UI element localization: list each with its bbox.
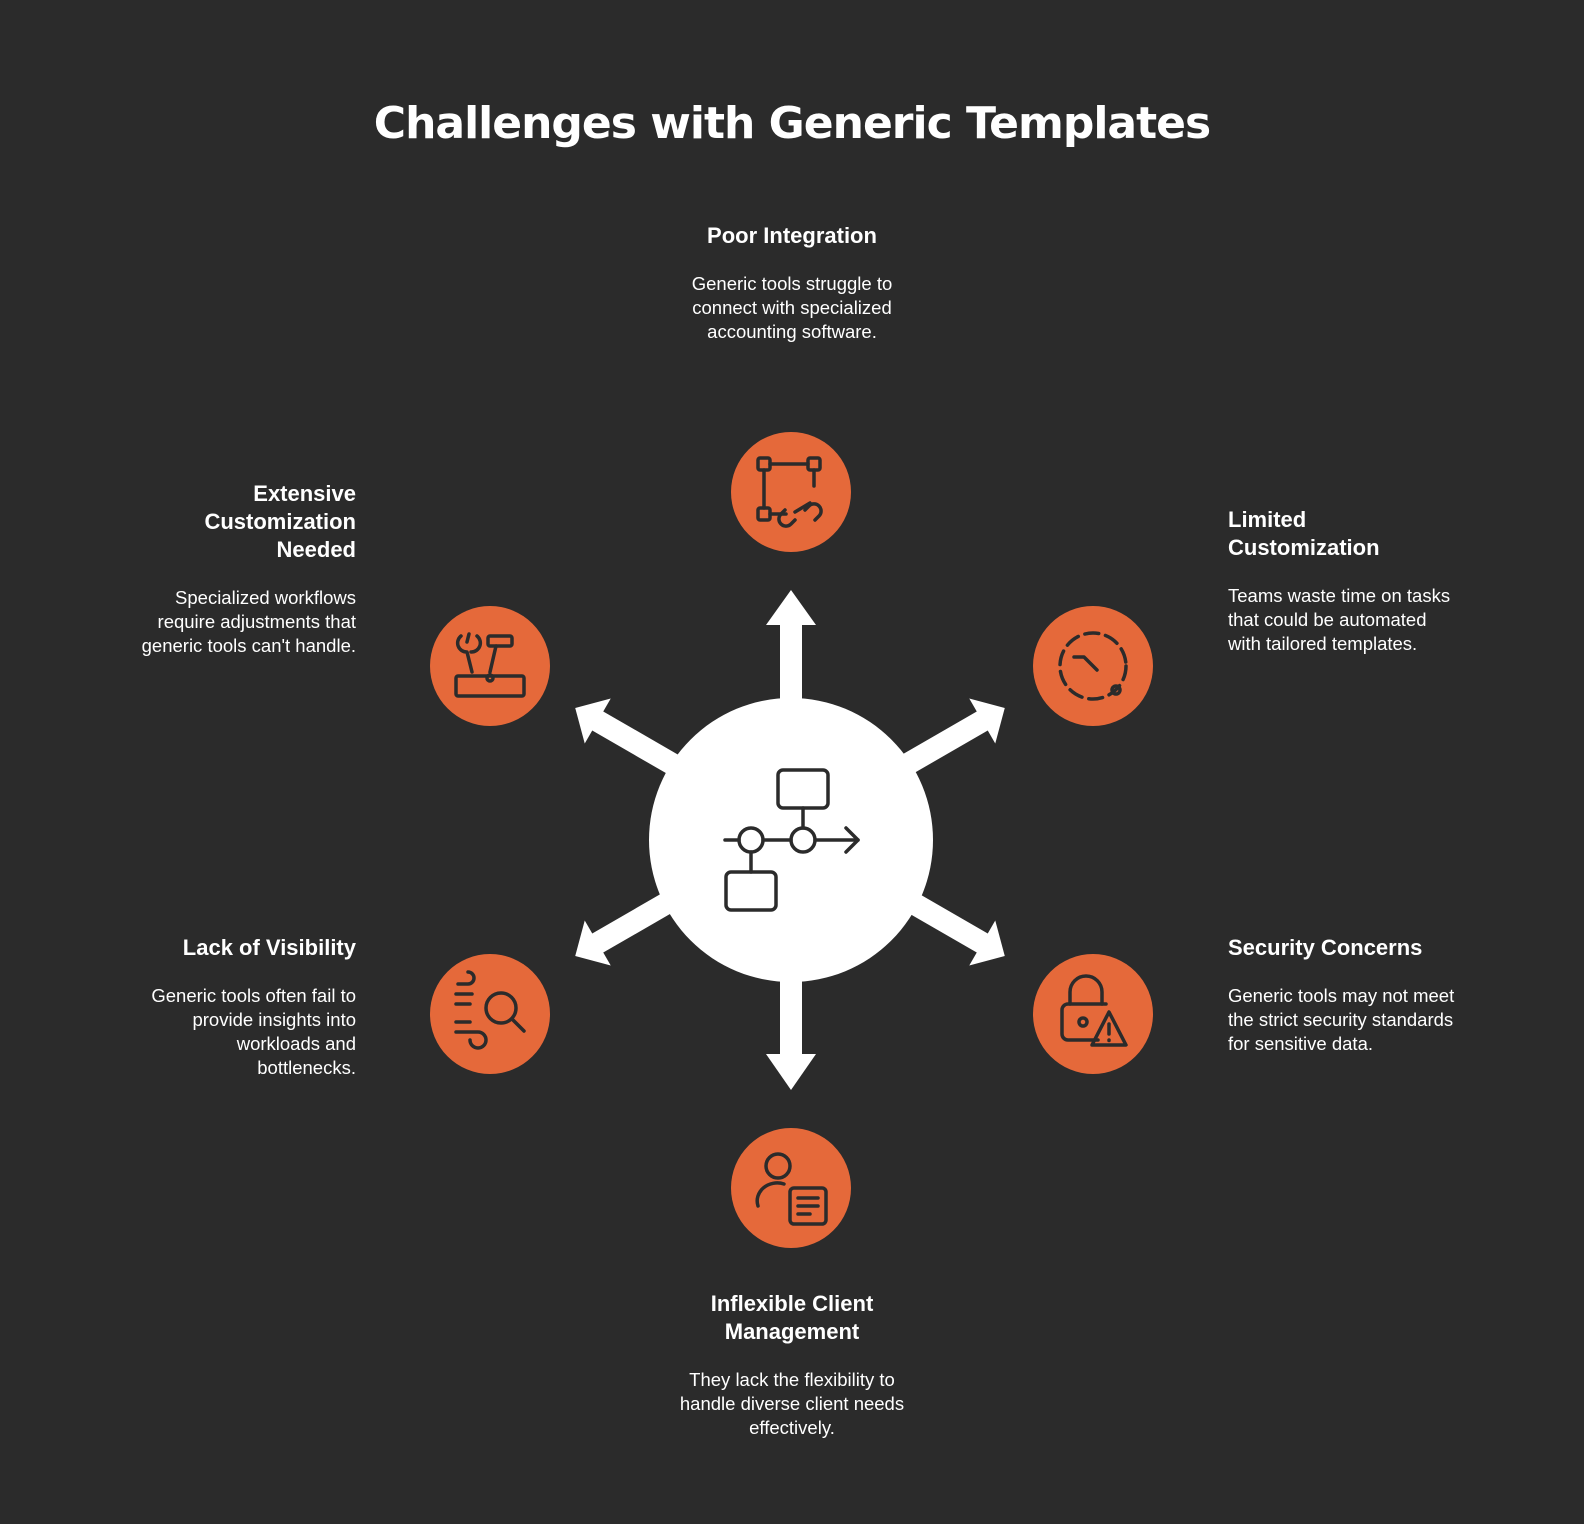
integration-link-icon [756,456,823,528]
challenge-title: Poor Integration [707,223,877,248]
challenge-title: Extensive Customization Needed [204,481,356,562]
challenge-description: They lack the flexibility to handle dive… [679,1369,905,1438]
page-title: Challenges with Generic Templates [373,98,1211,149]
user-document-icon [755,1152,828,1226]
challenge-poor-integration: Poor Integration Generic tools struggle … [670,222,914,344]
arrow-upper-right [888,698,1005,782]
challenge-title: Lack of Visibility [182,935,356,960]
node-security-concerns [1033,954,1153,1074]
challenge-description: Generic tools struggle to connect with s… [691,273,893,342]
challenge-description: Generic tools may not meet the strict se… [1228,985,1455,1054]
challenge-title: Security Concerns [1228,935,1423,960]
arrow-down [766,965,816,1090]
challenge-security-concerns: Security Concerns Generic tools may not … [1228,934,1458,1056]
challenge-inflexible-client-management: Inflexible Client Management They lack t… [670,1290,914,1440]
toolbox-icon [454,632,526,698]
arrow-upper-left [575,698,692,782]
workflow-process-icon [723,768,860,912]
challenge-limited-customization: Limited Customization Teams waste time o… [1228,506,1458,656]
timer-dashed-icon [1058,631,1128,701]
node-lack-of-visibility [430,954,550,1074]
challenge-title: Inflexible Client Management [710,1291,874,1344]
search-insight-icon [454,970,526,1050]
lock-warning-icon [1060,974,1128,1047]
challenge-title: Limited Customization [1228,507,1380,560]
challenge-description: Teams waste time on tasks that could be … [1228,585,1451,654]
challenge-description: Specialized workflows require adjustment… [141,587,356,656]
challenge-lack-of-visibility: Lack of Visibility Generic tools often f… [140,934,356,1080]
node-extensive-customization [430,606,550,726]
node-poor-integration [731,432,851,552]
challenge-description: Generic tools often fail to provide insi… [151,985,356,1078]
arrow-up [766,590,816,700]
node-inflexible-client-management [731,1128,851,1248]
challenge-extensive-customization: Extensive Customization Needed Specializ… [140,480,356,658]
node-limited-customization [1033,606,1153,726]
